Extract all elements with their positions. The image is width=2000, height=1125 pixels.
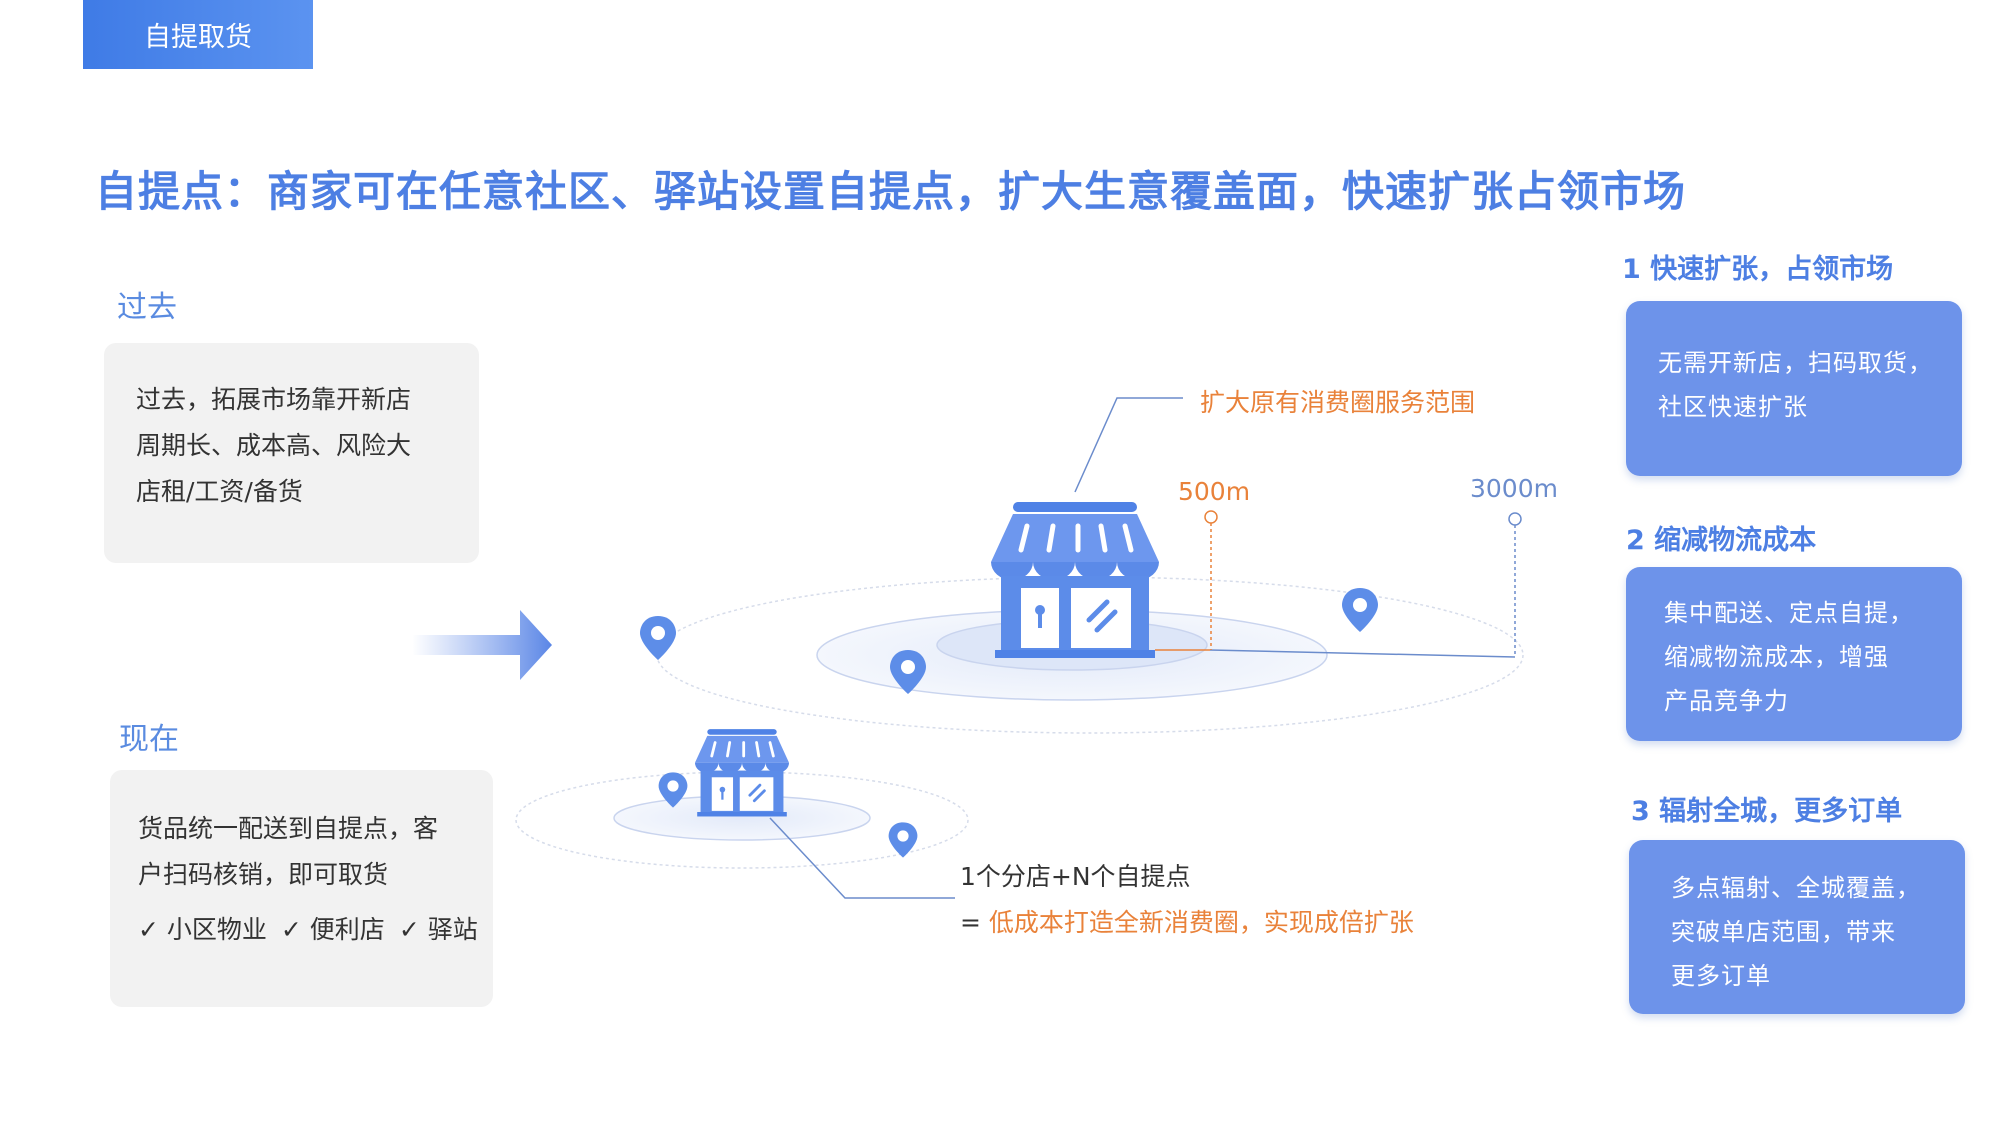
check-item-station: ✓ 驿站 <box>398 915 478 944</box>
store-icon <box>693 727 791 818</box>
now-line: 货品统一配送到自提点，客 <box>138 814 439 843</box>
formula-line1: 1个分店+N个自提点 <box>960 862 1191 891</box>
feature-line: 产品竞争力 <box>1664 687 1789 715</box>
feature-title-3: 3 辐射全城，更多订单 <box>1631 796 1903 827</box>
feature-line: 突破单店范围，带来 <box>1671 918 1896 946</box>
feature-line: 多点辐射、全城覆盖， <box>1671 874 1921 902</box>
page-title: 自提点：商家可在任意社区、驿站设置自提点，扩大生意覆盖面，快速扩张占领市场 <box>95 167 1687 216</box>
formula-line2: = 低成本打造全新消费圈，实现成倍扩张 <box>960 903 1414 939</box>
feature-line: 更多订单 <box>1671 962 1771 990</box>
past-line: 店租/工资/备货 <box>136 477 303 506</box>
formula-prefix: = <box>960 908 989 937</box>
feature-line: 缩减物流成本，增强 <box>1664 643 1889 671</box>
location-pin-icon <box>1342 588 1378 632</box>
feature-card-1: 无需开新店，扫码取货， 社区快速扩张 <box>1626 301 1962 476</box>
store-icon <box>991 502 1159 658</box>
check-item-store: ✓ 便利店 <box>280 915 385 944</box>
now-box: 货品统一配送到自提点，客 户扫码核销，即可取货 ✓ 小区物业 ✓ 便利店 ✓ 驿… <box>110 770 493 1007</box>
radius-3000m: 3000m <box>1470 474 1558 503</box>
feature-line: 无需开新店，扫码取货， <box>1658 349 1933 377</box>
check-item-property: ✓ 小区物业 <box>138 915 267 944</box>
past-line: 过去，拓展市场靠开新店 <box>136 385 412 414</box>
radius-500m: 500m <box>1178 477 1251 506</box>
past-box: 过去，拓展市场靠开新店 周期长、成本高、风险大 店租/工资/备货 <box>104 343 479 563</box>
expand-label: 扩大原有消费圈服务范围 <box>1200 388 1476 417</box>
location-pin-icon <box>888 822 918 858</box>
feature-line: 集中配送、定点自提， <box>1664 599 1914 627</box>
pickup-types: ✓ 小区物业 ✓ 便利店 ✓ 驿站 <box>138 910 493 946</box>
now-label: 现在 <box>119 722 179 757</box>
feature-line: 社区快速扩张 <box>1658 393 1808 421</box>
feature-title-2: 2 缩减物流成本 <box>1626 525 1817 556</box>
formula-result: 低成本打造全新消费圈，实现成倍扩张 <box>988 908 1414 937</box>
feature-card-3: 多点辐射、全城覆盖， 突破单店范围，带来 更多订单 <box>1629 840 1965 1014</box>
feature-title-1: 1 快速扩张，占领市场 <box>1622 254 1894 285</box>
past-line: 周期长、成本高、风险大 <box>136 431 412 460</box>
now-line: 户扫码核销，即可取货 <box>138 860 389 889</box>
section-tag: 自提取货 <box>83 0 313 69</box>
location-pin-icon <box>640 616 676 660</box>
arrow-right-icon <box>412 610 552 680</box>
past-label: 过去 <box>117 290 177 325</box>
feature-card-2: 集中配送、定点自提， 缩减物流成本，增强 产品竞争力 <box>1626 567 1962 741</box>
